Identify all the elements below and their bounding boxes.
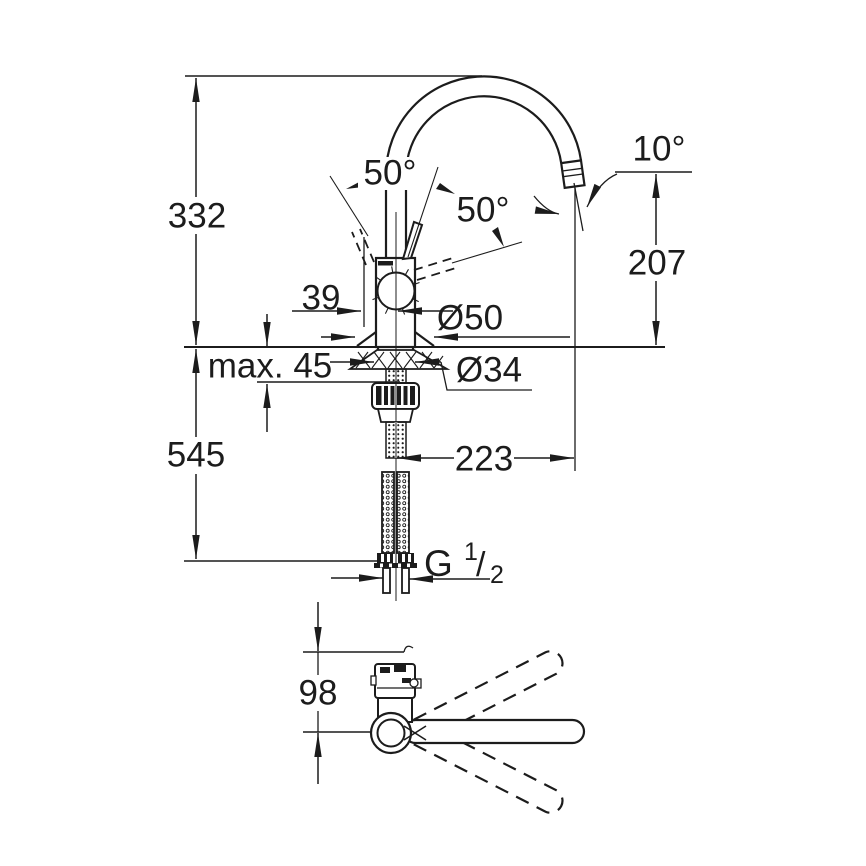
dim-handle-clearance-label: 39 (302, 279, 341, 318)
top-view-faucet: 98 (298, 602, 586, 814)
dim-height-total-label: 545 (167, 436, 225, 475)
dim-angle-back-label: 50° (364, 154, 417, 193)
dim-reach-label: 223 (455, 440, 513, 479)
mounting-hardware (347, 347, 451, 459)
dim-base-diameter-label: Ø50 (437, 299, 503, 338)
swivel-position-down (410, 720, 564, 814)
base-escutcheon (356, 331, 435, 347)
dim-max-counter-label: max. 45 (208, 347, 333, 386)
dim-hole-diameter-label: Ø34 (456, 351, 522, 390)
dim-spout-height-label: 207 (628, 244, 686, 283)
spout-top-view (402, 718, 586, 745)
dim-swivel-offset-label: 98 (299, 674, 338, 713)
dim-angle-front-label: 50° (457, 191, 510, 230)
dim-height-upper-label: 332 (168, 197, 226, 236)
pivot-cross (403, 725, 427, 741)
dim-outlet-angle-label: 10° (633, 130, 686, 169)
side-view-faucet (347, 75, 586, 601)
spout-outlet (559, 159, 586, 190)
dimension-annotations: 332 545 207 10° 223 39 Ø50 Ø34 max. (164, 75, 692, 589)
swivel-position-up (410, 650, 564, 744)
dim-thread-label: G 1 / 2 (424, 538, 504, 589)
